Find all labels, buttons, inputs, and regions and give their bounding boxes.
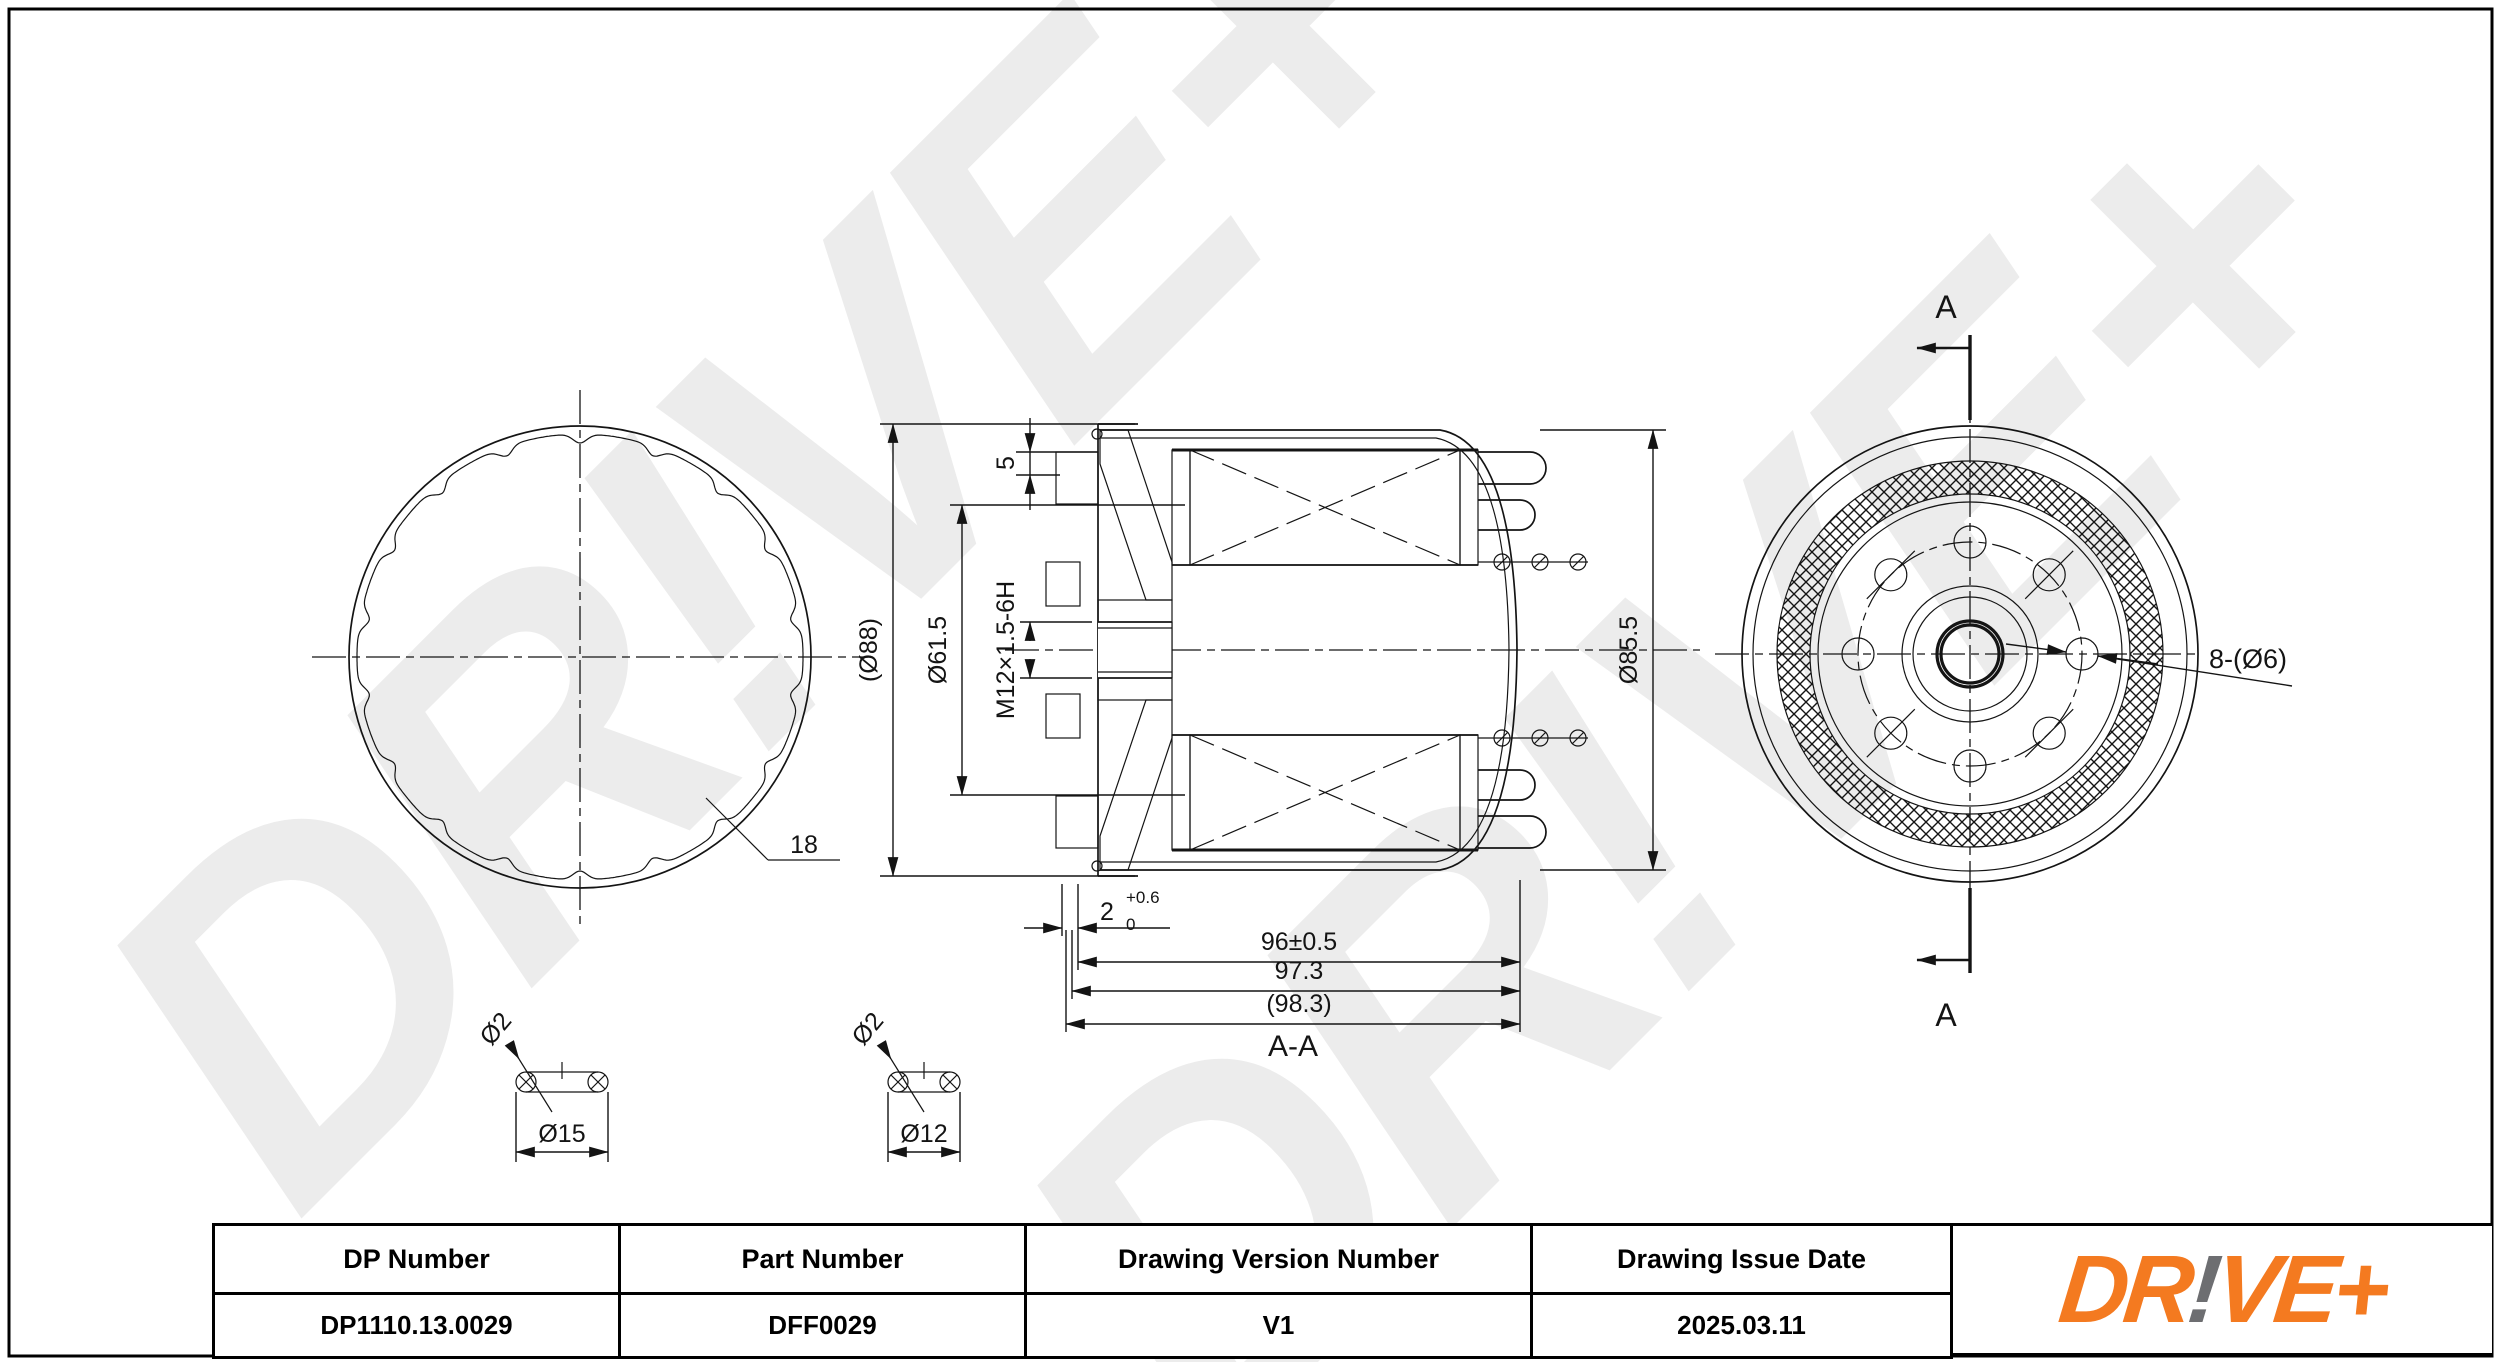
cutting-plane-line: A A: [1916, 289, 1972, 1033]
hub-ring-inner: [1912, 596, 2028, 712]
oring-detail-small: Ø12 Ø2: [846, 1007, 961, 1162]
holes-callout: 8-(Ø6): [2005, 643, 2293, 687]
svg-text:(98.3): (98.3): [1266, 990, 1331, 1018]
section-view-a-a: (Ø88) Ø61.5 M12×1.5-6H 5: [855, 418, 1700, 1063]
thread-ring-inner: [1939, 623, 2001, 685]
dimension-seat-diameter: Ø61.5: [924, 504, 1185, 796]
section-marker-bottom: A: [1935, 997, 1957, 1033]
spring-rivets-top: [1493, 553, 1587, 571]
plate-step-ring: [1817, 501, 2123, 807]
section-title: A-A: [1268, 1030, 1318, 1063]
svg-text:5: 5: [992, 456, 1020, 470]
dp-number-value: DP1110.13.0029: [212, 1292, 621, 1359]
media-cross-2: [1189, 449, 1461, 566]
bolt-hole-slash: [2024, 708, 2074, 758]
cap-outer-circle: [348, 425, 812, 889]
bolt-hole-slash: [2024, 550, 2074, 600]
logo-part-dr: DR: [2054, 1235, 2195, 1343]
drive-plus-logo: DR!VE+: [2054, 1235, 2391, 1345]
svg-text:(Ø88): (Ø88): [855, 618, 883, 682]
bolt-hole: [1953, 525, 1987, 559]
bolt-hole: [1874, 716, 1908, 750]
bolt-hole: [2032, 558, 2066, 592]
bolt-hole: [1874, 558, 1908, 592]
svg-text:96±0.5: 96±0.5: [1261, 928, 1337, 956]
dimension-gasket-height: 5: [992, 418, 1098, 510]
bolt-hole-slash: [1866, 708, 1916, 758]
bolt-hole-circle: [1857, 541, 2083, 767]
filter-element: [1171, 448, 1479, 852]
seam-crimp-top: [1091, 428, 1103, 440]
issue-date-header: Drawing Issue Date: [1530, 1223, 1953, 1295]
inner-gasket-top-section: [1045, 561, 1081, 607]
svg-text:97.3: 97.3: [1275, 957, 1324, 985]
dimension-outer-diameter: (Ø88): [855, 423, 1135, 877]
spring-finger-3: [1478, 815, 1547, 849]
part-number-header: Part Number: [618, 1223, 1027, 1295]
gasket-inner-edge: [1809, 493, 2131, 815]
drawing-version-value: V1: [1024, 1292, 1533, 1359]
hub-ring-outer: [1901, 585, 2039, 723]
thread-bore: [1098, 622, 1172, 678]
bolt-hole: [1953, 749, 1987, 783]
svg-text:Ø61.5: Ø61.5: [924, 616, 952, 684]
dimension-thread: M12×1.5-6H: [992, 581, 1092, 719]
dimension-seat-depth: 2 +0.6 0: [1024, 884, 1170, 936]
bolt-hole: [2032, 716, 2066, 750]
flutes-leader: [705, 797, 769, 861]
dimension-length-mid: 97.3: [1071, 930, 1521, 999]
end-outer-ring-1: [1741, 425, 2199, 883]
spring-rivets-bottom: [1493, 729, 1587, 747]
canister-inner-wall: [1100, 437, 1510, 863]
top-view-fluted-cap: 18: [312, 390, 868, 924]
element-endcap-left-bottom: [1171, 734, 1191, 851]
end-outer-ring-2: [1752, 436, 2188, 872]
bolt-hole: [1841, 637, 1875, 671]
spring-finger-4: [1478, 769, 1536, 801]
retaining-spring: [1478, 451, 1588, 849]
canister-outer-wall: [1100, 429, 1518, 871]
base-plate-lower-section: [1099, 699, 1173, 871]
spring-finger-1: [1478, 451, 1547, 485]
svg-text:2: 2: [1100, 898, 1114, 926]
section-marker-top: A: [1935, 289, 1957, 325]
dimension-length-body: 96±0.5: [1077, 880, 1521, 1032]
svg-text:Ø85.5: Ø85.5: [1615, 616, 1643, 684]
logo-part-ve-plus: VE+: [2210, 1235, 2391, 1343]
seam-crimp-bottom: [1091, 860, 1103, 872]
inner-gasket-bottom-section: [1045, 693, 1081, 739]
thread-ring-outer: [1935, 619, 2005, 689]
oring-small-diameter: Ø12: [900, 1120, 947, 1148]
outer-gasket-bottom-section: [1055, 795, 1099, 849]
dp-number-header: DP Number: [212, 1223, 621, 1295]
title-block-value-row: DP1110.13.0029 DFF0029 V1 2025.03.11: [212, 1292, 1953, 1359]
oring-large-diameter: Ø15: [538, 1120, 585, 1148]
part-number-value: DFF0029: [618, 1292, 1027, 1359]
svg-text:0: 0: [1126, 915, 1135, 934]
svg-text:+0.6: +0.6: [1126, 888, 1160, 907]
brand-logo-cell: DR!VE+: [1950, 1223, 2492, 1356]
oring-small-cs: Ø2: [846, 1007, 889, 1051]
gasket-crosshatch-ring: [1777, 461, 2163, 847]
dimension-can-diameter: Ø85.5: [1540, 429, 1666, 871]
svg-text:M12×1.5-6H: M12×1.5-6H: [992, 581, 1020, 719]
title-block: DP Number Part Number Drawing Version Nu…: [212, 1223, 1953, 1359]
flutes-count-label: 18: [790, 831, 818, 859]
svg-text:8-(Ø6): 8-(Ø6): [2209, 644, 2287, 674]
issue-date-value: 2025.03.11: [1530, 1292, 1953, 1359]
dimension-length-total: (98.3): [1065, 930, 1521, 1032]
title-block-header-row: DP Number Part Number Drawing Version Nu…: [212, 1223, 1953, 1295]
drawing-version-header: Drawing Version Number: [1024, 1223, 1533, 1295]
media-cross-4: [1189, 734, 1461, 851]
cap-fluted-edge: [356, 434, 804, 880]
bolt-hole-slash: [1866, 550, 1916, 600]
spring-finger-2: [1478, 499, 1536, 531]
bolt-holes: [1841, 525, 2099, 783]
end-view: A A 8-(Ø6): [1715, 289, 2293, 1033]
